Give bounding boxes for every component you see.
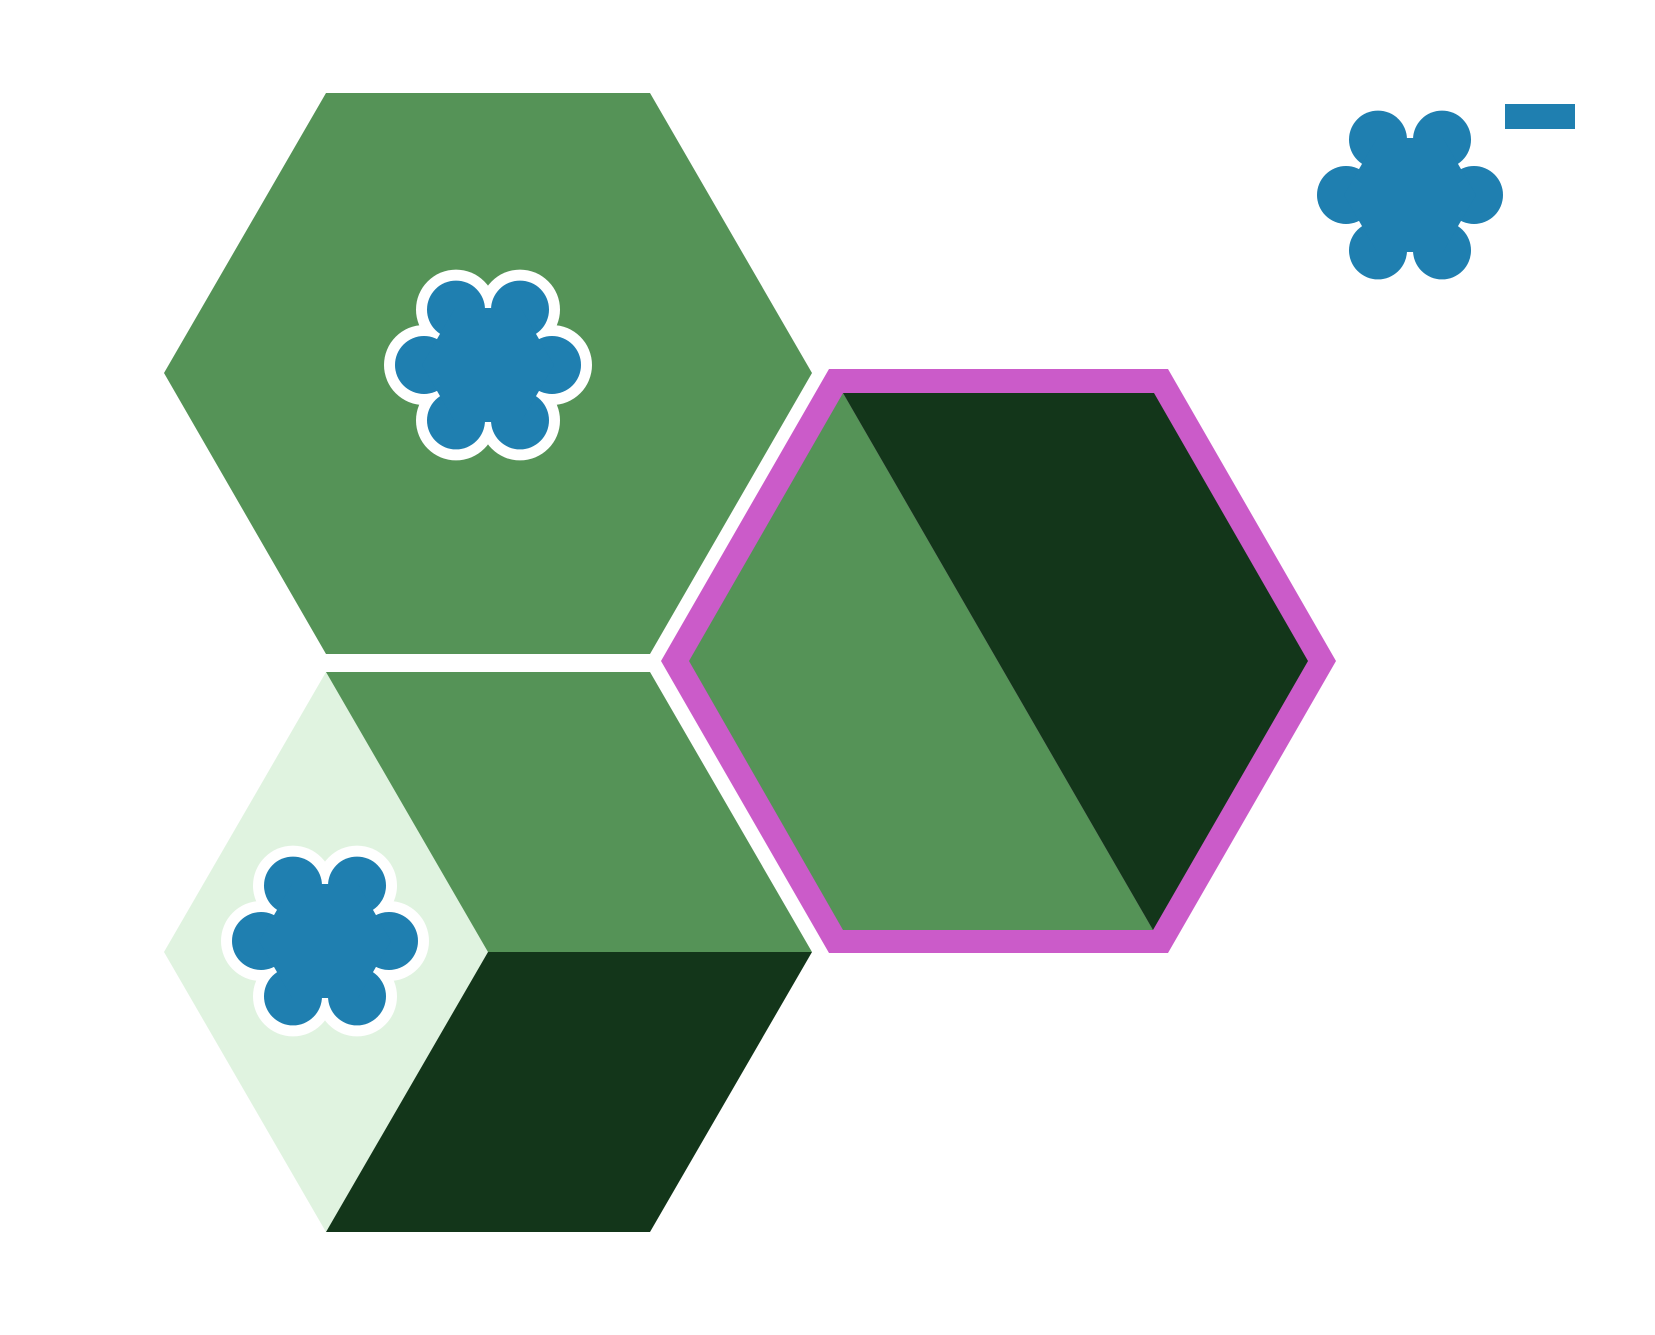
hex-bottom[interactable] bbox=[164, 672, 812, 1232]
hex-selected[interactable] bbox=[661, 369, 1336, 953]
selected-hex-right-half[interactable] bbox=[843, 393, 1308, 930]
minus-button[interactable] bbox=[1505, 104, 1575, 129]
legend-token bbox=[1317, 110, 1503, 280]
top-right-rhombus[interactable] bbox=[326, 672, 812, 952]
hex-top[interactable] bbox=[164, 93, 812, 654]
bottom-rhombus[interactable] bbox=[326, 952, 812, 1232]
selected-hex-left-half[interactable] bbox=[689, 393, 1153, 930]
flower-icon bbox=[1317, 110, 1503, 280]
